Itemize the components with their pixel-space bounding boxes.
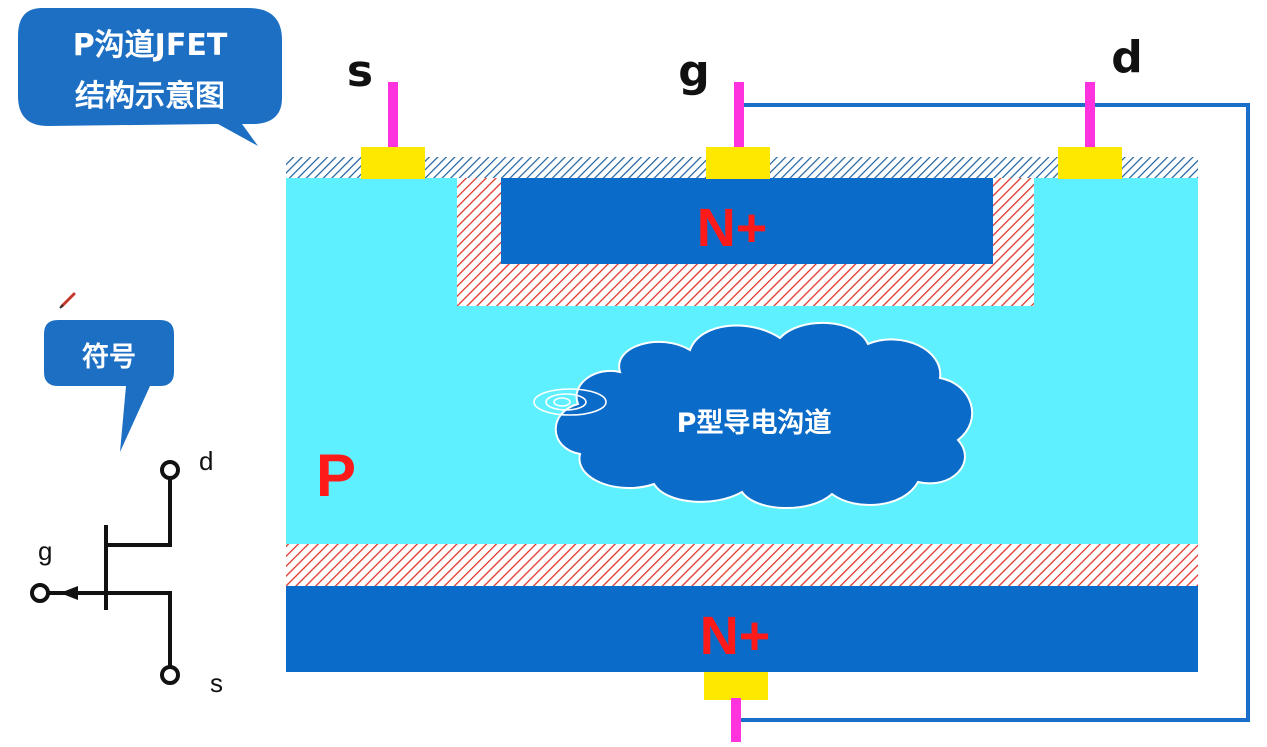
symbol-label-s: s: [210, 668, 223, 698]
gate-contact-bottom: [704, 672, 768, 700]
drain-terminal: [1058, 82, 1122, 179]
title-bubble-shape: [18, 8, 282, 146]
gate-lead-top: [734, 82, 744, 150]
source-contact: [361, 147, 425, 179]
symbol-source-terminal: [160, 665, 180, 685]
title-line-1: P沟道JFET: [73, 28, 228, 63]
symbol-drain-line: [106, 478, 172, 547]
drain-lead: [1085, 82, 1095, 150]
symbol-bubble-label: 符号: [82, 341, 136, 373]
gate-contact-top: [706, 147, 770, 179]
cloud-label: P型导电沟道: [677, 407, 832, 439]
bottom-n-plus-label: N+: [700, 606, 771, 666]
terminal-label-g: g: [678, 46, 710, 97]
source-terminal: [361, 82, 425, 179]
gate-terminal-bottom: [704, 672, 768, 742]
terminal-label-d: d: [1111, 32, 1143, 83]
cloud-swirl-icon: [533, 388, 607, 416]
cloud-shape: [554, 321, 974, 510]
gate-connection-wire: [740, 103, 1250, 722]
terminal-label-s: s: [347, 46, 373, 97]
bottom-n-plus-region: [286, 586, 1198, 672]
symbol-label-d: d: [199, 446, 213, 476]
channel-cloud: P型导电沟道: [533, 321, 974, 510]
symbol-label-g: g: [38, 536, 52, 566]
symbol-bubble-shape: [44, 320, 174, 452]
symbol-source-line: [106, 591, 172, 667]
symbol-bubble: 符号: [44, 320, 174, 452]
p-region-label: P: [316, 442, 356, 509]
jfet-symbol: [30, 460, 180, 685]
top-n-plus-label: N+: [697, 198, 768, 258]
gate-lead-bottom: [731, 698, 741, 742]
symbol-drain-terminal: [160, 460, 180, 480]
pen-icon: [59, 292, 76, 309]
bottom-depletion-layer: [286, 544, 1198, 586]
top-n-plus-region: [501, 178, 993, 264]
source-lead: [388, 82, 398, 150]
symbol-gate-arrow-icon: [60, 586, 78, 600]
drain-contact: [1058, 147, 1122, 179]
title-bubble: P沟道JFET 结构示意图: [18, 8, 282, 146]
gate-terminal-top: [706, 82, 770, 179]
symbol-gate-terminal: [30, 583, 50, 603]
title-line-2: 结构示意图: [75, 79, 225, 114]
jfet-structure: [286, 157, 1198, 672]
